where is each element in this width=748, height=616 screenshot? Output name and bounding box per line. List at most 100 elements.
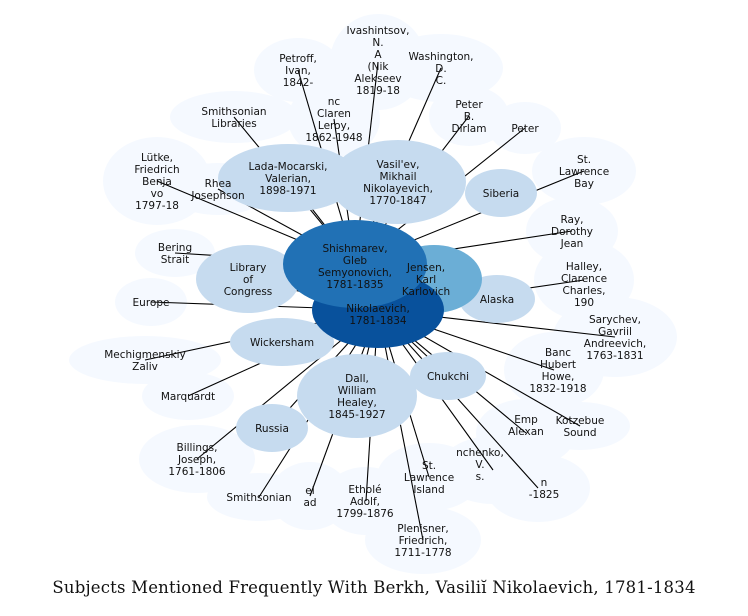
- label-line: St.: [422, 460, 436, 472]
- label-line: William: [338, 385, 376, 397]
- label-line: V.: [475, 459, 484, 471]
- label-line: Kotzebue: [556, 415, 605, 427]
- label-line: of: [243, 274, 253, 286]
- label-line: Smithsonian: [201, 106, 266, 118]
- label-line: Mechigmenskiy: [104, 349, 186, 361]
- label-line: Emp: [514, 414, 538, 426]
- label-lada-mocarski: Lada-Mocarski,Valerian,1898-1971: [249, 161, 328, 197]
- label-line: Semyonovich,: [318, 267, 392, 279]
- label-line: Vasil'ev,: [376, 159, 419, 171]
- label-line: D.: [435, 63, 446, 75]
- node-library-of-congress: [196, 245, 300, 313]
- label-line: 190: [574, 297, 594, 309]
- label-line: 1845-1927: [328, 409, 385, 421]
- label-line: Josephson: [190, 190, 244, 202]
- node-lada-mocarski: [218, 144, 358, 212]
- label-line: Charles,: [563, 285, 606, 297]
- label-line: Alexan: [508, 426, 544, 438]
- label-washington: Washington,D.C.: [408, 51, 473, 87]
- label-line: Ivan,: [285, 65, 311, 77]
- label-line: 1781-1835: [326, 279, 383, 291]
- label-line: Europe: [133, 297, 170, 309]
- label-line: Claren: [317, 108, 351, 120]
- label-line: Jensen,: [406, 262, 445, 274]
- label-line: Hubert: [540, 359, 576, 371]
- label-line: Valerian,: [265, 173, 311, 185]
- label-billings: Billings,Joseph,1761-1806: [168, 442, 226, 478]
- label-line: 1842-: [283, 77, 314, 89]
- label-line: 1799-1876: [336, 508, 394, 520]
- core-node-layer: [196, 140, 537, 452]
- label-marquardt: Marquardt: [161, 391, 215, 403]
- label-plenisner: Plenisner,Friedrich,1711-1778: [394, 523, 451, 559]
- label-line: Benja: [142, 176, 172, 188]
- label-line: St.: [577, 154, 591, 166]
- label-line: Washington,: [408, 51, 473, 63]
- label-line: Congress: [224, 286, 273, 298]
- node-dall: [297, 354, 417, 438]
- label-line: 1797-18: [135, 200, 179, 212]
- label-line: Smithsonian: [226, 492, 291, 504]
- label-line: Lawrence: [404, 472, 454, 484]
- diagram-caption: Subjects Mentioned Frequently With Berkh…: [52, 578, 696, 597]
- label-line: N.: [372, 37, 383, 49]
- label-line: 1832-1918: [529, 383, 586, 395]
- label-line: Zaliv: [132, 361, 158, 373]
- label-line: Adolf,: [350, 496, 380, 508]
- label-line: A: [374, 49, 382, 61]
- label-line: s.: [476, 471, 485, 483]
- label-line: Mikhail: [380, 171, 417, 183]
- label-line: Library: [230, 262, 267, 274]
- label-line: Strait: [161, 254, 190, 266]
- node-chukchi: [410, 352, 486, 400]
- label-line: Island: [413, 484, 444, 496]
- node-siberia: [465, 169, 537, 217]
- label-line: n: [541, 477, 548, 489]
- label-line: Howe,: [542, 371, 575, 383]
- label-petroff: Petroff,Ivan,1842-: [279, 53, 317, 89]
- label-line: Bay: [574, 178, 594, 190]
- label-line: Alekseev: [354, 73, 401, 85]
- node-vasilev: [330, 140, 466, 224]
- label-line: 1781-1834: [349, 315, 407, 327]
- label-chukchi: Chukchi: [427, 371, 469, 383]
- label-line: Sarychev,: [589, 314, 641, 326]
- node-shishmarev: [283, 220, 427, 308]
- label-line: Dirlam: [452, 123, 487, 135]
- label-line: Rhea: [205, 178, 232, 190]
- label-line: vo: [151, 188, 164, 200]
- label-line: Friedrich: [134, 164, 179, 176]
- label-line: 1761-1806: [168, 466, 226, 478]
- label-line: Lawrence: [559, 166, 609, 178]
- label-line: Peter: [455, 99, 483, 111]
- label-berkh: Nikolaevich,1781-1834: [346, 303, 410, 327]
- label-line: Nikolaevich,: [346, 303, 410, 315]
- label-peter: Peter: [511, 123, 539, 135]
- label-line: Friedrich,: [399, 535, 448, 547]
- label-siberia: Siberia: [483, 188, 519, 200]
- label-line: C.: [436, 75, 447, 87]
- label-line: 1819-18: [356, 85, 400, 97]
- label-line: Joseph,: [177, 454, 216, 466]
- node-wickersham: [230, 318, 334, 366]
- label-line: Andreevich,: [584, 338, 646, 350]
- label-line: Lütke,: [141, 152, 173, 164]
